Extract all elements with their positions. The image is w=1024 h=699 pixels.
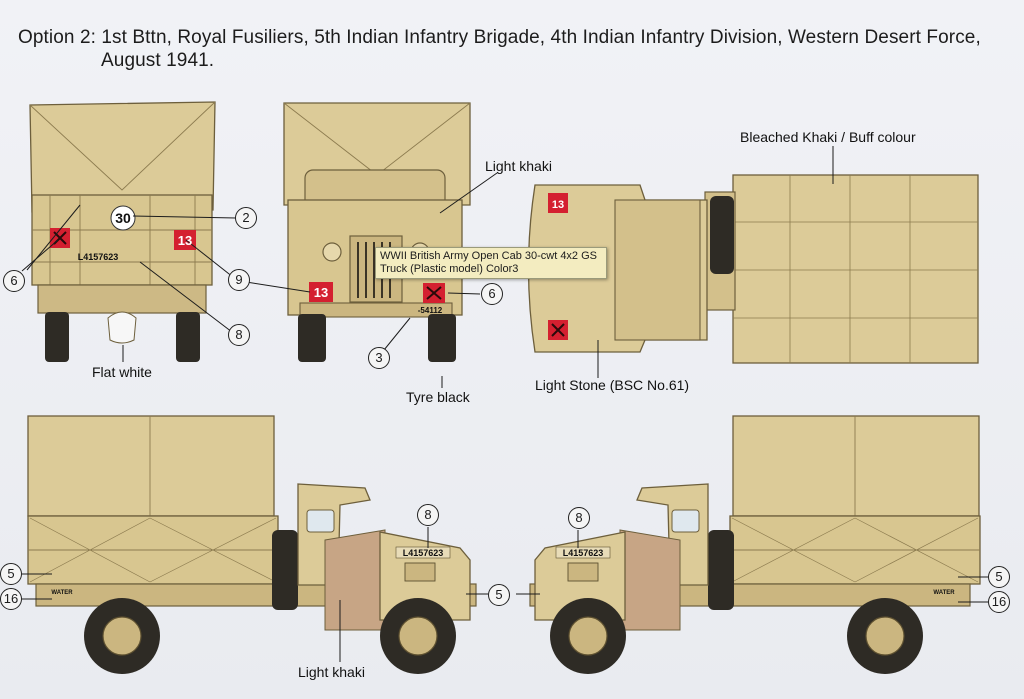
right-tailboard: WATER — [933, 590, 955, 596]
callout-16-right: 16 — [988, 591, 1010, 613]
right-registration: L4157623 — [563, 548, 604, 558]
front-view — [283, 102, 471, 362]
callout-2: 2 — [235, 207, 257, 229]
callout-16-left: 16 — [0, 588, 22, 610]
callout-6-rear: 6 — [3, 270, 25, 292]
front-number: -54112 — [418, 306, 443, 315]
rear-unit-code: 13 — [178, 233, 192, 248]
light-stone-label: Light Stone (BSC No.61) — [535, 377, 690, 393]
page-title: Option 2: 1st Bttn, Royal Fusiliers, 5th… — [18, 27, 981, 71]
callout-5-left: 5 — [0, 563, 22, 585]
marking-texts: 30 13 13 13 L4157623 -54112 L4157623 L41… — [51, 199, 955, 596]
callout-5-centre: 5 — [488, 584, 510, 606]
light-khaki-label-bottom: Light khaki — [298, 664, 365, 680]
callout-5-right: 5 — [988, 566, 1010, 588]
bleached-khaki-label: Bleached Khaki / Buff colour — [740, 129, 916, 145]
bridge-class-marking: 30 — [115, 210, 131, 226]
flat-white-label: Flat white — [92, 364, 152, 380]
right-side-view — [529, 415, 981, 674]
left-registration: L4157623 — [403, 548, 444, 558]
callout-8-rear: 8 — [228, 324, 250, 346]
callout-8-left: 8 — [417, 504, 439, 526]
top-unit-code: 13 — [552, 199, 564, 211]
light-khaki-label-top: Light khaki — [485, 158, 552, 174]
rear-view — [29, 101, 216, 362]
left-side-view — [27, 415, 477, 674]
callout-3: 3 — [368, 347, 390, 369]
left-tailboard: WATER — [51, 590, 73, 596]
callout-6-front: 6 — [481, 283, 503, 305]
front-unit-code: 13 — [314, 285, 328, 300]
callout-8-right: 8 — [568, 507, 590, 529]
callout-9: 9 — [228, 269, 250, 291]
image-tooltip: WWII British Army Open Cab 30-cwt 4x2 GS… — [375, 247, 607, 279]
rear-registration: L4157623 — [78, 252, 119, 262]
leader-lines — [21, 146, 988, 662]
top-view — [527, 174, 979, 364]
tyre-black-label: Tyre black — [406, 389, 470, 405]
